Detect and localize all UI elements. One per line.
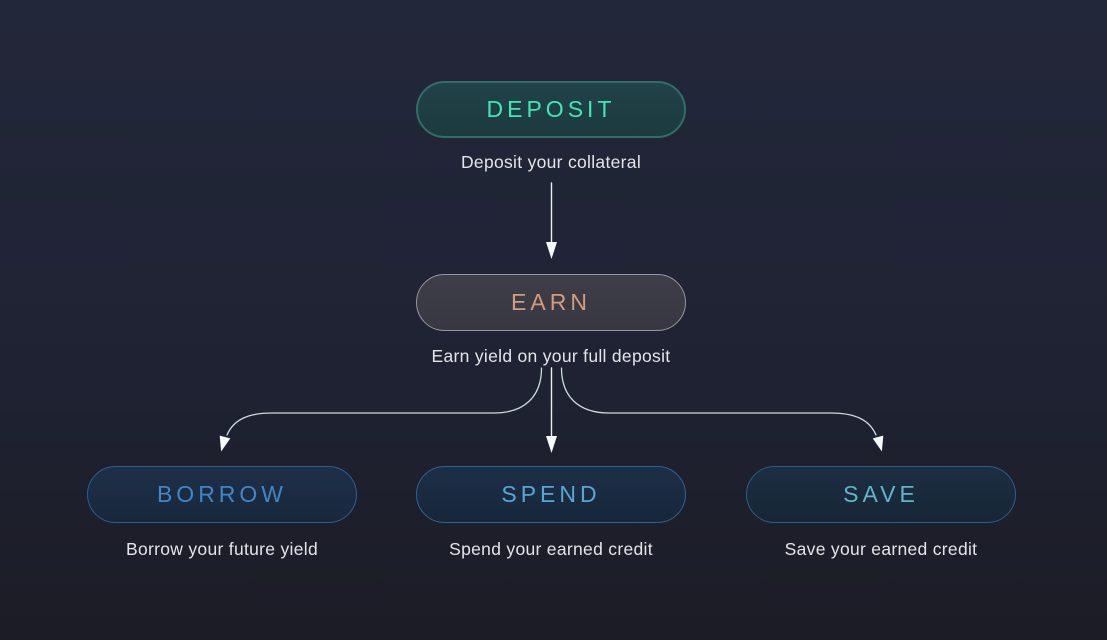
spend-node-label: SPEND <box>501 481 601 507</box>
borrow-node[interactable]: BORROW <box>87 466 357 523</box>
deposit-node[interactable]: DEPOSIT <box>416 81 686 138</box>
borrow-node-label: BORROW <box>156 481 288 507</box>
save-node[interactable]: SAVE <box>746 466 1016 523</box>
deposit-node-label: DEPOSIT <box>486 96 616 122</box>
save-caption: Save your earned credit <box>784 539 978 559</box>
arrow-deposit-to-earn <box>546 182 557 259</box>
branch-earn-to-borrow-spend-save <box>219 367 884 453</box>
deposit-caption: Deposit your collateral <box>460 152 642 172</box>
earn-caption: Earn yield on your full deposit <box>431 346 671 366</box>
spend-caption: Spend your earned credit <box>449 539 653 559</box>
borrow-caption: Borrow your future yield <box>125 539 318 559</box>
earn-node-label: EARN <box>511 289 591 315</box>
earn-node[interactable]: EARN <box>416 274 686 331</box>
save-node-label: SAVE <box>843 481 919 507</box>
spend-node[interactable]: SPEND <box>416 466 686 523</box>
